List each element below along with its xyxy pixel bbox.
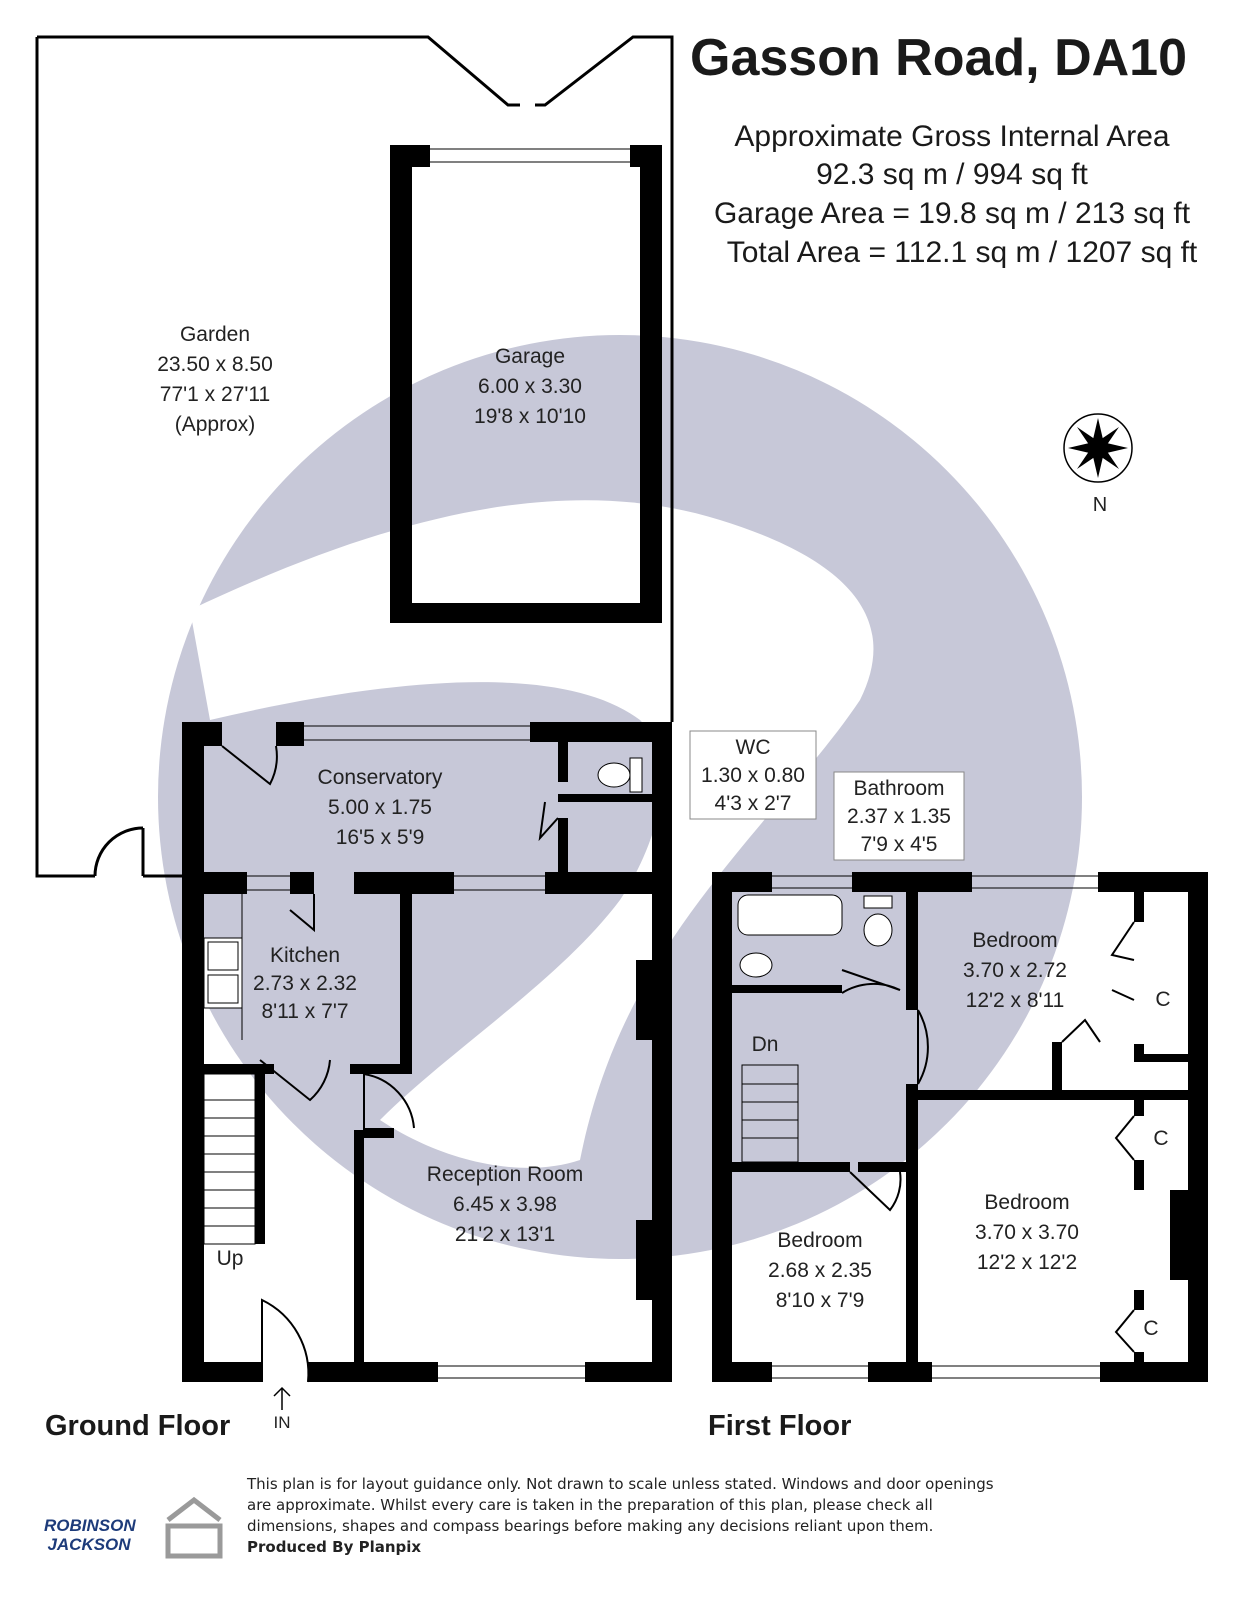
first-floor-label: First Floor	[708, 1410, 852, 1442]
ground-floor-label: Ground Floor	[45, 1410, 231, 1442]
garden-note: (Approx)	[174, 413, 256, 436]
bedroom2-metric: 3.70 x 3.70	[975, 1221, 1079, 1244]
wc-metric: 1.30 x 0.80	[701, 764, 805, 787]
garden-imperial: 77'1 x 27'11	[159, 383, 271, 406]
kitchen-sink	[203, 894, 243, 1040]
conservatory-name: Conservatory	[317, 766, 443, 789]
bath-tub	[737, 894, 893, 978]
bathroom-label-box	[833, 771, 965, 861]
first-stairs	[741, 1064, 799, 1163]
reception-metric: 6.45 x 3.98	[453, 1193, 557, 1216]
bedroom1-metric: 3.70 x 2.72	[963, 959, 1067, 982]
wc-name: WC	[735, 736, 771, 759]
bedroom1-imperial: 12'2 x 8'11	[965, 989, 1065, 1012]
agent-logo-line-1: ROBINSON	[44, 1516, 136, 1535]
bedroom2-name: Bedroom	[984, 1191, 1070, 1214]
stairs-up-label: Up	[216, 1247, 244, 1270]
garage-walls	[390, 145, 662, 623]
ground-windows	[185, 725, 585, 1379]
disclaimer: This plan is for layout guidance only. N…	[247, 1474, 1047, 1558]
agent-logo-line-2: JACKSON	[47, 1535, 131, 1554]
garden-outline	[35, 35, 674, 878]
cupboard-label-3: C	[1143, 1317, 1159, 1340]
garden-name: Garden	[179, 323, 251, 346]
bedroom2-imperial: 12'2 x 12'2	[976, 1251, 1078, 1274]
reception-imperial: 21'2 x 13'1	[454, 1223, 556, 1246]
stairs-down-label: Dn	[751, 1033, 779, 1056]
garden-metric: 23.50 x 8.50	[157, 353, 273, 376]
compass-label: N	[1092, 494, 1108, 516]
disclaimer-line-3: dimensions, shapes and compass bearings …	[247, 1517, 934, 1535]
conservatory-metric: 5.00 x 1.75	[328, 796, 432, 819]
conservatory-imperial: 16'5 x 5'9	[335, 826, 425, 849]
agent-logo: ROBINSON JACKSON	[44, 1516, 136, 1554]
bathroom-metric: 2.37 x 1.35	[847, 805, 951, 828]
reception-name: Reception Room	[426, 1163, 584, 1186]
kitchen-imperial: 8'11 x 7'7	[261, 1000, 349, 1023]
gross-area-value: 92.3 sq m / 994 sq ft	[816, 158, 1088, 191]
garage-area-value: Garage Area = 19.8 sq m / 213 sq ft	[713, 197, 1191, 230]
disclaimer-line-1: This plan is for layout guidance only. N…	[247, 1475, 994, 1493]
bathroom-name: Bathroom	[853, 777, 945, 800]
first-windows	[772, 875, 1100, 1379]
cupboard-label-2: C	[1153, 1127, 1169, 1150]
planpix-logo-icon	[165, 1496, 223, 1559]
garage-metric: 6.00 x 3.30	[478, 375, 582, 398]
first-doors	[841, 921, 1135, 1353]
first-floor-walls	[712, 872, 1208, 1382]
bedroom3-imperial: 8'10 x 7'9	[775, 1289, 865, 1312]
ground-doors	[221, 745, 559, 1383]
wc-imperial: 4'3 x 2'7	[714, 792, 792, 815]
bathroom-imperial: 7'9 x 4'5	[860, 833, 938, 856]
compass-icon	[1063, 413, 1133, 483]
wc-label-box	[689, 730, 817, 820]
page-title: Gasson Road, DA10	[690, 29, 1188, 87]
entrance-arrow-icon	[273, 1386, 291, 1410]
gross-area-label: Approximate Gross Internal Area	[734, 120, 1170, 153]
ground-floor-walls	[182, 722, 672, 1382]
total-area-value: Total Area = 112.1 sq m / 1207 sq ft	[726, 236, 1198, 269]
entrance-label: IN	[273, 1413, 291, 1432]
cupboard-label-1: C	[1155, 988, 1171, 1011]
producer-credit: Produced By Planpix	[247, 1538, 422, 1556]
garage-name: Garage	[494, 345, 566, 368]
kitchen-metric: 2.73 x 2.32	[253, 972, 357, 995]
ground-stairs	[203, 1073, 256, 1245]
garage-imperial: 19'8 x 10'10	[474, 405, 586, 428]
wc-toilet	[597, 757, 643, 793]
bedroom3-name: Bedroom	[777, 1229, 863, 1252]
bedroom3-metric: 2.68 x 2.35	[768, 1259, 872, 1282]
disclaimer-line-2: are approximate. Whilst every care is ta…	[247, 1496, 933, 1514]
bedroom1-name: Bedroom	[972, 929, 1058, 952]
kitchen-name: Kitchen	[269, 944, 341, 967]
